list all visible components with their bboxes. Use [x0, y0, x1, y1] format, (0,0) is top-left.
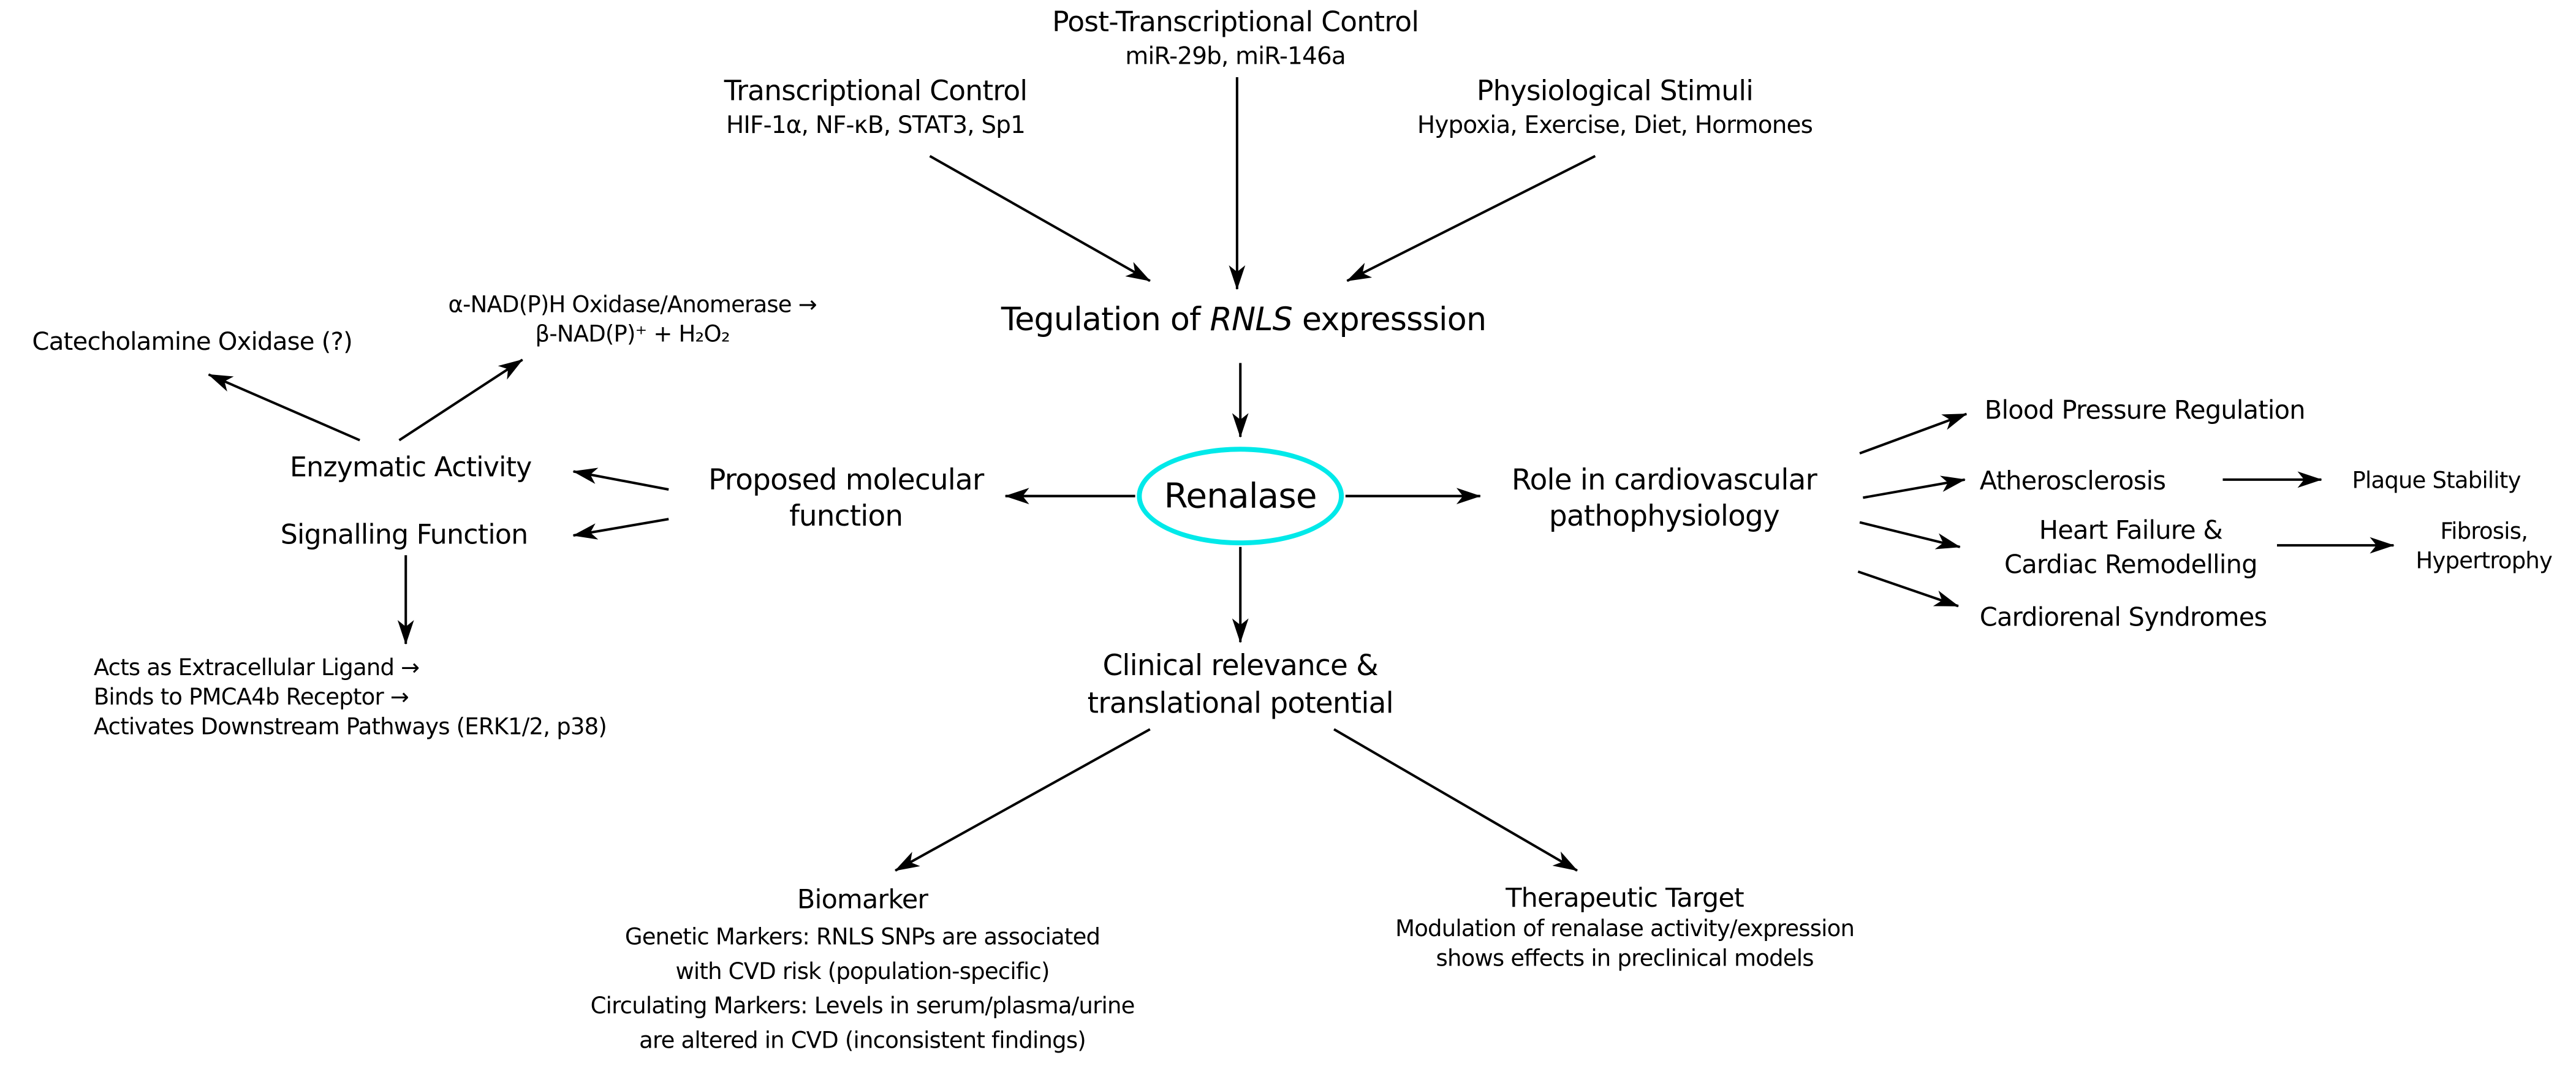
node-transcriptional-control: Transcriptional Control HIF-1α, NF-κB, S…	[724, 75, 1028, 141]
node-signalling-function: Signalling Function	[281, 519, 528, 550]
renalase-ellipse: Renalase	[1137, 447, 1344, 546]
fibrosis-line1: Fibrosis,	[2440, 519, 2528, 546]
physiological-subtitle: Hypoxia, Exercise, Diet, Hormones	[1417, 113, 1813, 140]
signalling-function-label: Signalling Function	[280, 519, 528, 551]
heart-failure-line2: Cardiac Remodelling	[2004, 549, 2258, 580]
arrow-transcriptional-to-regulation	[929, 154, 1151, 282]
node-biomarker: Biomarker Genetic Markers: RNLS SNPs are…	[591, 883, 1135, 1059]
node-atherosclerosis: Atherosclerosis	[1980, 466, 2166, 497]
physiological-title: Physiological Stimuli	[1476, 75, 1754, 108]
node-cardiorenal-syndromes: Cardiorenal Syndromes	[1980, 603, 2267, 634]
nad-reaction-line1: α-NAD(P)H Oxidase/Anomerase →	[448, 292, 817, 319]
biomarker-line1: Genetic Markers: RNLS SNPs are associate…	[624, 924, 1100, 951]
arrow-clinical-to-therapeutic-target	[1333, 728, 1578, 872]
node-fibrosis-hypertrophy: Fibrosis, Hypertrophy	[2415, 519, 2552, 576]
arrow-role-to-blood-pressure	[1859, 412, 1968, 455]
arrow-clinical-to-biomarker	[895, 728, 1151, 872]
therapeutic-target-title: Therapeutic Target	[1506, 882, 1744, 913]
clinical-relevance-line1: Clinical relevance &	[1102, 650, 1378, 684]
clinical-relevance-line2: translational potential	[1087, 688, 1394, 722]
regulation-title-prefix: Tegulation of	[1001, 300, 1210, 339]
proposed-function-line1: Proposed molecular	[708, 464, 984, 498]
node-role-cardiovascular: Role in cardiovascular pathophysiology	[1512, 465, 1817, 535]
ligand-cascade-line3: Activates Downstream Pathways (ERK1/2, p…	[93, 714, 607, 741]
node-proposed-molecular-function: Proposed molecular function	[708, 464, 984, 535]
post-transcriptional-title: Post-Transcriptional Control	[1052, 6, 1419, 40]
node-post-transcriptional-control: Post-Transcriptional Control miR-29b, mi…	[1052, 7, 1419, 72]
catecholamine-oxidase-label: Catecholamine Oxidase (?)	[32, 327, 352, 357]
regulation-gene-symbol: RNLS	[1210, 300, 1293, 339]
therapeutic-target-line2: shows effects in preclinical models	[1436, 945, 1814, 972]
arrow-proposed-to-enzymatic	[572, 467, 669, 491]
node-nad-reaction: α-NAD(P)H Oxidase/Anomerase → β-NAD(P)⁺ …	[449, 291, 817, 350]
fibrosis-line2: Hypertrophy	[2415, 548, 2553, 575]
node-catecholamine-oxidase: Catecholamine Oxidase (?)	[32, 327, 352, 357]
transcriptional-subtitle: HIF-1α, NF-κB, STAT3, Sp1	[725, 113, 1026, 140]
arrow-role-to-heart-failure	[1859, 521, 1961, 550]
cardiorenal-syndromes-label: Cardiorenal Syndromes	[1979, 602, 2267, 633]
ligand-cascade-line2: Binds to PMCA4b Receptor →	[93, 685, 409, 711]
role-cardiovascular-line2: pathophysiology	[1548, 500, 1780, 534]
node-physiological-stimuli: Physiological Stimuli Hypoxia, Exercise,…	[1417, 75, 1813, 141]
biomarker-line3: Circulating Markers: Levels in serum/pla…	[590, 994, 1135, 1020]
role-cardiovascular-line1: Role in cardiovascular	[1511, 464, 1817, 498]
node-enzymatic-activity: Enzymatic Activity	[290, 452, 532, 483]
biomarker-title: Biomarker	[797, 883, 928, 915]
renalase-label: Renalase	[1164, 476, 1317, 516]
nad-reaction-line2: β-NAD(P)⁺ + H₂O₂	[535, 322, 730, 349]
therapeutic-target-line1: Modulation of renalase activity/expressi…	[1395, 917, 1855, 943]
node-blood-pressure-regulation: Blood Pressure Regulation	[1984, 396, 2306, 427]
arrow-role-to-atherosclerosis	[1863, 475, 1966, 499]
proposed-function-line2: function	[789, 500, 903, 534]
transcriptional-title: Transcriptional Control	[724, 75, 1028, 108]
arrow-enzymatic-to-catecholamine	[208, 373, 360, 442]
node-plaque-stability: Plaque Stability	[2352, 468, 2521, 496]
arrow-enzymatic-to-nad-reaction	[398, 358, 523, 442]
enzymatic-activity-label: Enzymatic Activity	[289, 452, 532, 483]
plaque-stability-label: Plaque Stability	[2352, 468, 2521, 495]
biomarker-line4: are altered in CVD (inconsistent finding…	[639, 1028, 1086, 1055]
arrow-role-to-cardiorenal	[1857, 570, 1960, 608]
arrow-physiological-to-regulation	[1346, 154, 1596, 282]
node-rnls-regulation-title: Tegulation of RNLS expresssion	[1001, 300, 1487, 340]
regulation-title-suffix: expresssion	[1292, 300, 1487, 339]
blood-pressure-label: Blood Pressure Regulation	[1984, 396, 2306, 426]
ligand-cascade-line1: Acts as Extracellular Ligand →	[93, 655, 420, 682]
node-clinical-relevance: Clinical relevance & translational poten…	[1087, 649, 1394, 724]
node-ligand-cascade: Acts as Extracellular Ligand → Binds to …	[94, 654, 607, 743]
arrow-proposed-to-signalling	[572, 518, 669, 540]
heart-failure-line1: Heart Failure &	[2039, 515, 2223, 546]
atherosclerosis-label: Atherosclerosis	[1979, 466, 2166, 496]
node-therapeutic-target: Therapeutic Target Modulation of renalas…	[1395, 882, 1855, 974]
node-heart-failure-remodelling: Heart Failure & Cardiac Remodelling	[2004, 514, 2258, 581]
biomarker-line2: with CVD risk (population-specific)	[675, 959, 1050, 986]
post-transcriptional-subtitle: miR-29b, miR-146a	[1125, 44, 1346, 71]
